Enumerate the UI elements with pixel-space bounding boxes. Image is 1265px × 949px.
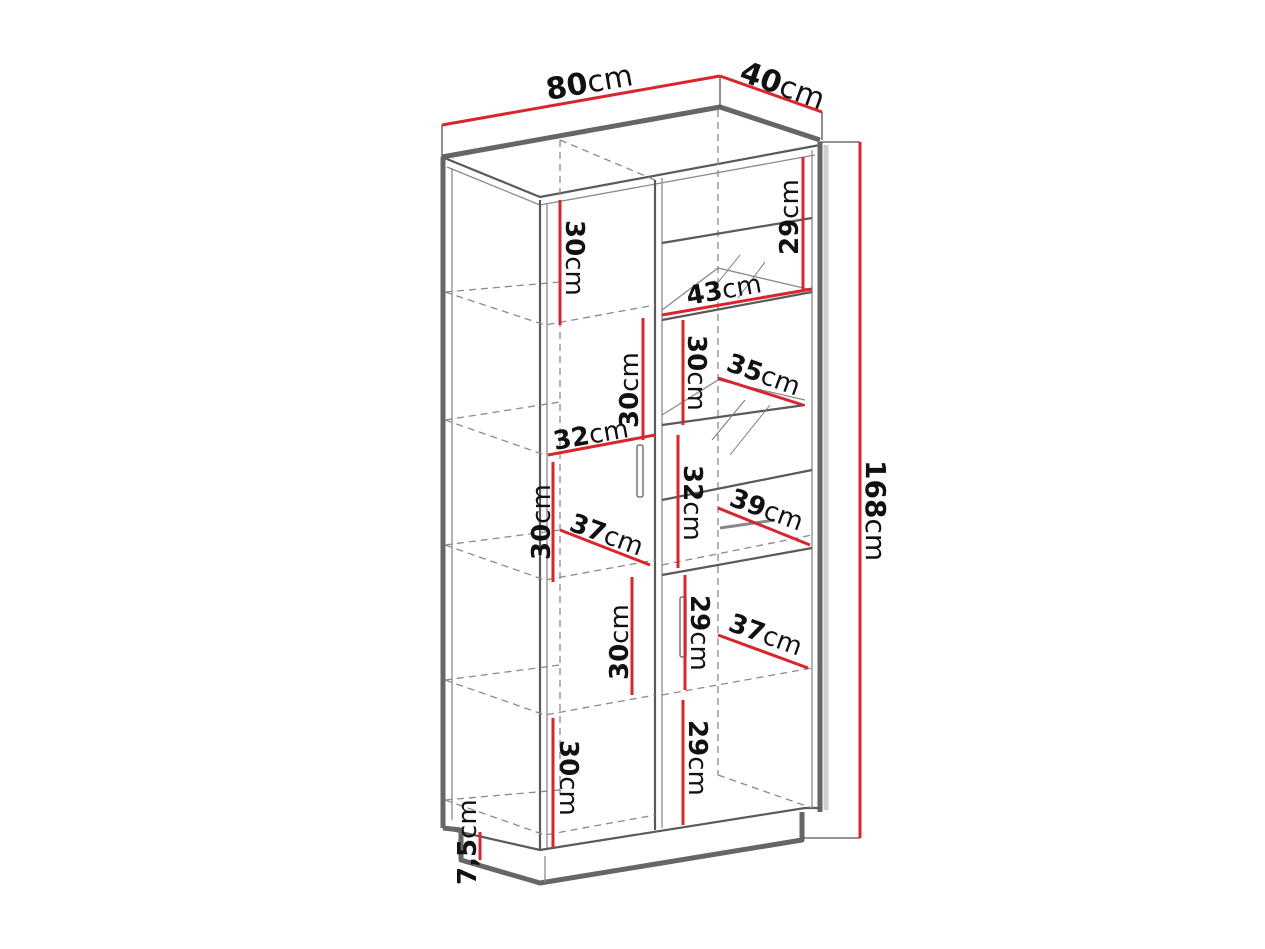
- depth-label: 40cm: [735, 55, 829, 118]
- right-height-2-label: 30cm: [681, 335, 711, 411]
- height-label: 168cm: [859, 460, 892, 561]
- left-height-3-label: 30cm: [527, 484, 557, 560]
- right-height-5-label: 29cm: [682, 720, 712, 796]
- glass-shelves: [661, 216, 813, 577]
- plinth-label: 7,5cm: [453, 799, 483, 885]
- left-height-1-label: 30cm: [559, 220, 589, 296]
- right-section-labels: 29cm 43cm 30cm 35cm 32cm 39cm 29cm 37cm …: [677, 179, 807, 796]
- left-depth-2-label: 37cm: [566, 508, 648, 562]
- right-height-1-label: 29cm: [775, 179, 805, 255]
- cabinet-outline: [440, 104, 829, 886]
- left-height-2-label: 30cm: [615, 352, 645, 428]
- left-height-4-label: 30cm: [605, 604, 635, 680]
- overall-dimension-lines: [441, 74, 862, 860]
- interior-dimension-lines: [547, 157, 813, 848]
- shelf-dashed-lines: [444, 110, 813, 836]
- width-label: 80cm: [543, 58, 635, 108]
- right-depth-4-label: 37cm: [725, 608, 807, 662]
- right-depth-3-label: 39cm: [726, 483, 808, 537]
- right-height-4-label: 29cm: [684, 595, 714, 671]
- left-section-labels: 30cm 30cm 32cm 30cm 37cm 30cm 30cm: [527, 220, 647, 816]
- right-depth-2-label: 35cm: [723, 348, 805, 402]
- right-height-3-label: 32cm: [677, 465, 707, 541]
- left-height-5-label: 30cm: [553, 740, 583, 816]
- left-depth-1-label: 32cm: [551, 414, 631, 457]
- right-depth-1-label: 43cm: [684, 269, 764, 312]
- left-door-handle[interactable]: [636, 444, 644, 498]
